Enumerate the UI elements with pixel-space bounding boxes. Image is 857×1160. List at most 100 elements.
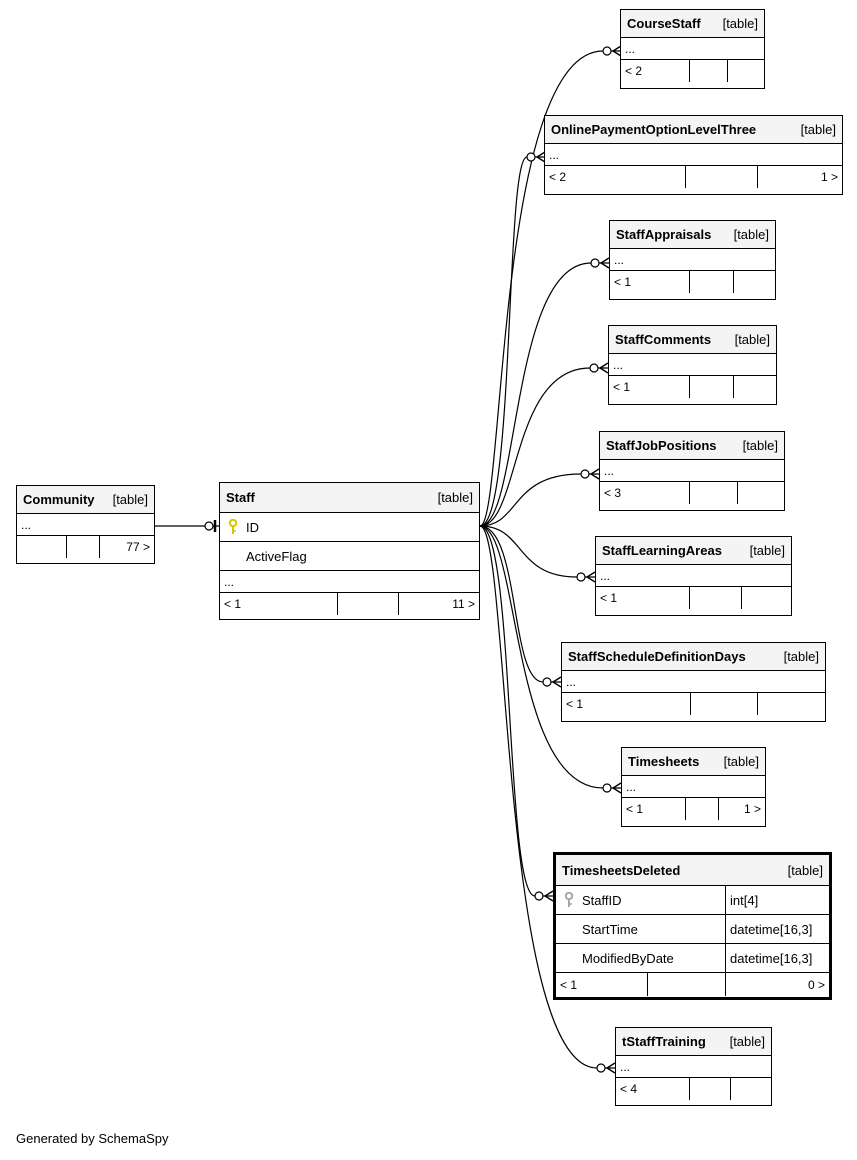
column-count bbox=[648, 973, 726, 996]
table-kind: [table] bbox=[437, 490, 473, 505]
crow-foot-many-marker bbox=[543, 890, 554, 902]
column-name: ID bbox=[246, 519, 259, 535]
table-kind: [table] bbox=[742, 438, 778, 453]
columns-ellipsis: ... bbox=[596, 565, 791, 587]
column-count bbox=[690, 482, 738, 504]
table-footer: < 2 bbox=[621, 60, 764, 82]
table-footer: 77 > bbox=[17, 536, 154, 558]
column-row[interactable]: ActiveFlag bbox=[220, 542, 479, 571]
column-count bbox=[690, 376, 734, 398]
table-stafflearningareas[interactable]: StaffLearningAreas [table] ... < 1 bbox=[595, 536, 792, 616]
table-staffcomments[interactable]: StaffComments [table] ... < 1 bbox=[608, 325, 777, 405]
columns-ellipsis: ... bbox=[17, 514, 154, 536]
parent-count: < 1 bbox=[609, 376, 690, 398]
relationship-line bbox=[479, 525, 553, 897]
column-name: ModifiedByDate bbox=[556, 944, 726, 972]
relationship-line bbox=[479, 473, 599, 527]
parent-count: < 1 bbox=[556, 973, 648, 996]
column-type: datetime[16,3] bbox=[730, 950, 813, 966]
columns-ellipsis: ... bbox=[545, 144, 842, 166]
table-kind: [table] bbox=[723, 754, 759, 769]
table-footer: < 1 bbox=[610, 271, 775, 293]
table-header: OnlinePaymentOptionLevelThree [table] bbox=[545, 116, 842, 144]
child-count bbox=[728, 60, 764, 82]
column-row[interactable]: StartTime datetime[16,3] bbox=[556, 915, 829, 944]
column-count bbox=[686, 166, 758, 188]
zero-optional-marker bbox=[542, 677, 552, 687]
parent-count: < 1 bbox=[622, 798, 686, 820]
table-header: Community [table] bbox=[17, 486, 154, 514]
table-timesheets[interactable]: Timesheets [table] ... < 1 1 > bbox=[621, 747, 766, 827]
table-header: StaffAppraisals [table] bbox=[610, 221, 775, 249]
child-count: 1 > bbox=[743, 802, 761, 816]
table-kind: [table] bbox=[749, 543, 785, 558]
table-header: StaffComments [table] bbox=[609, 326, 776, 354]
column-count bbox=[686, 798, 719, 820]
table-kind: [table] bbox=[734, 332, 770, 347]
crow-foot-many-marker bbox=[611, 782, 622, 794]
column-count bbox=[338, 593, 399, 615]
column-type: datetime[16,3] bbox=[730, 921, 813, 937]
table-kind: [table] bbox=[729, 1034, 765, 1049]
table-header: Timesheets [table] bbox=[622, 748, 765, 776]
table-kind: [table] bbox=[800, 122, 836, 137]
table-footer: < 2 1 > bbox=[545, 166, 842, 188]
column-name: ActiveFlag bbox=[246, 548, 307, 564]
table-staffappraisals[interactable]: StaffAppraisals [table] ... < 1 bbox=[609, 220, 776, 300]
table-header: TimesheetsDeleted [table] bbox=[556, 855, 829, 886]
crow-foot-many-marker bbox=[535, 151, 546, 163]
parent-count: < 1 bbox=[610, 271, 690, 293]
table-name: StaffComments bbox=[615, 332, 712, 347]
zero-optional-marker bbox=[526, 152, 536, 162]
table-onlinepaymentoptionlevelthree[interactable]: OnlinePaymentOptionLevelThree [table] ..… bbox=[544, 115, 843, 195]
child-count bbox=[742, 587, 791, 609]
table-footer: < 1 bbox=[562, 693, 825, 715]
parent-count: < 2 bbox=[545, 166, 686, 188]
table-footer: < 1 bbox=[609, 376, 776, 398]
child-count: 0 > bbox=[807, 977, 825, 992]
columns-ellipsis: ... bbox=[600, 460, 784, 482]
child-count: 11 > bbox=[452, 597, 475, 611]
child-count: 1 > bbox=[820, 170, 838, 184]
child-count bbox=[734, 376, 776, 398]
column-row[interactable]: ID bbox=[220, 513, 479, 542]
parent-count bbox=[17, 536, 67, 558]
columns-ellipsis: ... bbox=[609, 354, 776, 376]
column-count bbox=[690, 1078, 731, 1100]
columns-ellipsis: ... bbox=[621, 38, 764, 60]
zero-optional-marker bbox=[589, 363, 599, 373]
table-header: StaffLearningAreas [table] bbox=[596, 537, 791, 565]
table-community[interactable]: Community [table] ... 77 > bbox=[16, 485, 155, 564]
table-kind: [table] bbox=[112, 492, 148, 507]
table-staffjobpositions[interactable]: StaffJobPositions [table] ... < 3 bbox=[599, 431, 785, 511]
columns-ellipsis: ... bbox=[610, 249, 775, 271]
table-coursestaff[interactable]: CourseStaff [table] ... < 2 bbox=[620, 9, 765, 89]
table-header: StaffJobPositions [table] bbox=[600, 432, 784, 460]
zero-optional-marker bbox=[204, 521, 214, 531]
parent-count: < 1 bbox=[596, 587, 690, 609]
table-footer: < 4 bbox=[616, 1078, 771, 1100]
table-staff[interactable]: Staff [table] ID ActiveFlag ... < 1 11 > bbox=[219, 482, 480, 620]
parent-count: < 4 bbox=[616, 1078, 690, 1100]
column-row[interactable]: StaffID int[4] bbox=[556, 886, 829, 915]
column-row[interactable]: ModifiedByDate datetime[16,3] bbox=[556, 944, 829, 973]
table-name: TimesheetsDeleted bbox=[562, 862, 681, 878]
column-count bbox=[690, 587, 742, 609]
table-footer: < 1 bbox=[596, 587, 791, 609]
parent-count: < 1 bbox=[562, 693, 691, 715]
column-count bbox=[691, 693, 758, 715]
primary-key-icon bbox=[228, 519, 238, 534]
table-name: StaffJobPositions bbox=[606, 438, 717, 453]
table-name: OnlinePaymentOptionLevelThree bbox=[551, 122, 757, 137]
table-kind: [table] bbox=[733, 227, 769, 242]
child-count bbox=[738, 482, 784, 504]
table-staffscheduledefinitiondays[interactable]: StaffScheduleDefinitionDays [table] ... … bbox=[561, 642, 826, 722]
crow-foot-many-marker bbox=[585, 571, 596, 583]
table-name: Community bbox=[23, 492, 95, 507]
column-type: int[4] bbox=[730, 892, 759, 908]
table-footer: < 1 0 > bbox=[556, 973, 829, 996]
table-tstafftraining[interactable]: tStaffTraining [table] ... < 4 bbox=[615, 1027, 772, 1106]
relationship-line bbox=[479, 156, 545, 527]
crow-foot-many-marker bbox=[598, 362, 609, 374]
table-timesheetsdeleted[interactable]: TimesheetsDeleted [table] StaffID int[4]… bbox=[553, 852, 832, 1000]
